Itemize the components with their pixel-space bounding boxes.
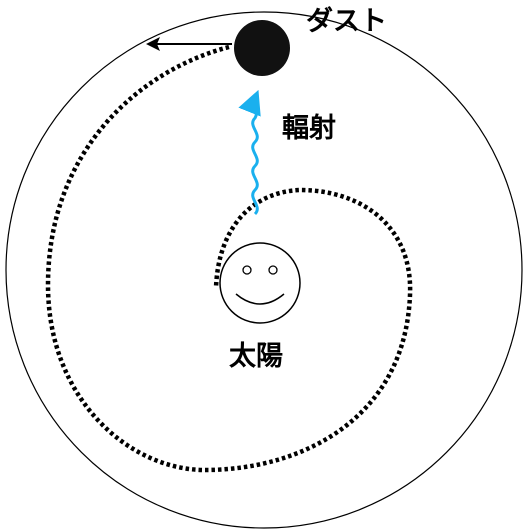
sun-label: 太陽 <box>229 341 283 372</box>
radiation-label: 輻射 <box>282 113 336 144</box>
sun-smile <box>235 293 285 305</box>
sun-right-eye <box>268 265 278 275</box>
radiation-wave-icon <box>238 89 261 216</box>
spiral-path <box>45 44 413 473</box>
sun-left-eye <box>242 265 252 275</box>
dust-icon <box>234 20 290 76</box>
motion-arrow <box>146 37 232 51</box>
dust-label: ダスト <box>306 5 387 37</box>
sun-icon <box>219 242 301 324</box>
orbit-circle <box>5 11 523 529</box>
